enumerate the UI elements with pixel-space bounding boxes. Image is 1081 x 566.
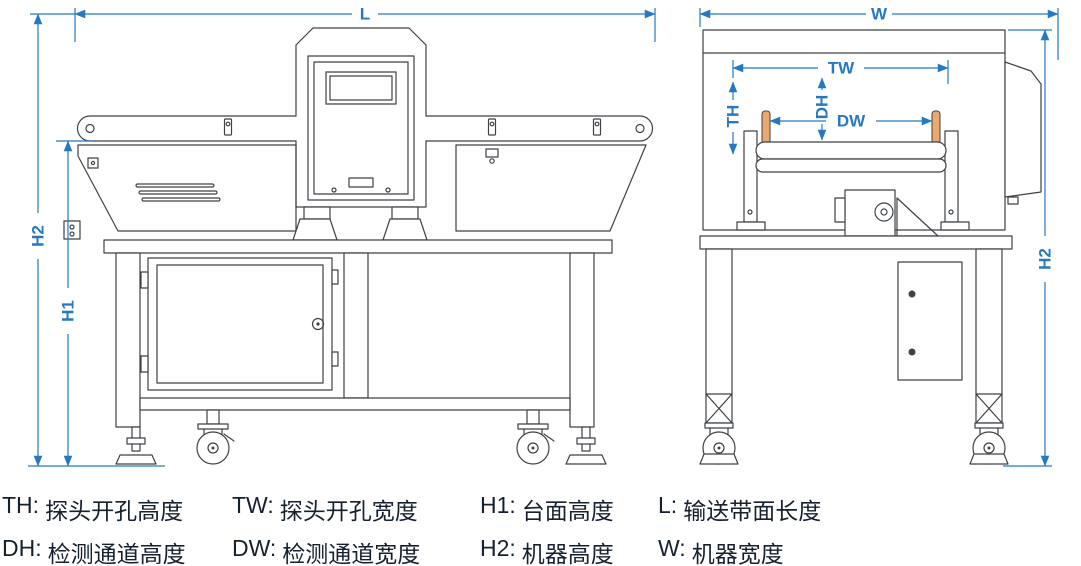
drawing-svg: L H2 H1 <box>28 5 1059 467</box>
hinge <box>140 355 149 373</box>
leveling-foot-left <box>115 426 157 465</box>
legend-desc: 台面高度 <box>521 498 614 524</box>
dim-label-width: W <box>871 5 888 24</box>
legend-item-l: L: 输送带面长度 <box>658 492 821 526</box>
cross-brace-left <box>705 393 733 424</box>
side-panel <box>897 261 963 381</box>
caster-side-left <box>699 422 739 465</box>
lower-shelf <box>139 397 571 411</box>
dim-label-channel-width: DW <box>837 112 866 131</box>
leg-right-side <box>975 248 1003 424</box>
head-pedestals <box>292 206 428 241</box>
legend-desc: 机器高度 <box>521 541 614 566</box>
leg-middle <box>343 252 369 399</box>
legend-item-th: TH: 探头开孔高度 <box>2 492 232 526</box>
front-view: L H2 H1 <box>28 5 656 467</box>
leg-left <box>115 252 141 428</box>
table-top-side <box>699 235 1013 250</box>
tunnel-assembly <box>736 110 970 237</box>
legend-desc: 探头开孔宽度 <box>279 498 418 524</box>
left-guard-panel <box>63 144 297 240</box>
legend-key: W: <box>658 535 686 561</box>
legend-desc: 探头开孔高度 <box>45 498 184 524</box>
control-box <box>1004 61 1042 198</box>
legend-item-h1: H1: 台面高度 <box>480 492 658 526</box>
panel-screen <box>325 71 397 105</box>
dim-label-table-height: H1 <box>59 300 78 322</box>
front-dimensions: L H2 H1 <box>28 5 656 467</box>
control-panel <box>307 55 415 201</box>
side-dimensions: W TW TH DH DW H2 <box>699 5 1059 467</box>
dim-label-length: L <box>360 5 370 24</box>
roller <box>755 141 947 160</box>
dim-label-machine-height-front: H2 <box>29 225 48 247</box>
legend-key: L: <box>658 492 678 518</box>
latch <box>331 269 339 285</box>
leg-right <box>569 252 595 428</box>
side-view: W TW TH DH DW H2 <box>699 5 1059 467</box>
dim-label-aperture-height: TH <box>724 105 743 128</box>
legend-row-1: TH: 探头开孔高度 TW: 探头开孔宽度 H1: 台面高度 L: 输送带面长度 <box>2 492 821 526</box>
legend-key: DH: <box>2 535 42 561</box>
legend-key: DW: <box>232 535 277 561</box>
caster-side-right <box>969 422 1009 465</box>
belt-guide-right <box>931 110 941 145</box>
legend-item-dh: DH: 检测通道高度 <box>2 535 232 566</box>
leg-left-side <box>705 248 733 424</box>
caster-front-left <box>196 409 235 465</box>
table-top <box>103 239 613 254</box>
drive-motor <box>834 189 939 237</box>
table-frame <box>103 239 613 428</box>
legend-desc: 检测通道宽度 <box>282 541 421 566</box>
leveling-foot-right <box>565 426 607 465</box>
legend-key: TW: <box>232 492 274 518</box>
right-guard-panel <box>455 144 647 232</box>
latch <box>331 351 339 367</box>
legend: TH: 探头开孔高度 TW: 探头开孔宽度 H1: 台面高度 L: 输送带面长度… <box>2 492 821 566</box>
dim-label-channel-height: DH <box>813 95 832 120</box>
legend-key: H1: <box>480 492 516 518</box>
legend-desc: 检测通道高度 <box>47 541 186 566</box>
legend-item-tw: TW: 探头开孔宽度 <box>232 492 480 526</box>
legend-item-w: W: 机器宽度 <box>658 535 784 566</box>
frame-plate-left <box>743 130 758 223</box>
belt-guide-left <box>761 110 771 145</box>
legend-key: H2: <box>480 535 516 561</box>
cross-brace-right <box>975 393 1003 424</box>
dim-label-machine-height-side: H2 <box>1036 248 1055 270</box>
hinge <box>140 271 149 289</box>
frame-plate-right <box>944 130 959 223</box>
electrical-cabinet <box>140 257 339 391</box>
dim-label-aperture-width: TW <box>828 59 855 78</box>
legend-row-2: DH: 检测通道高度 DW: 检测通道宽度 H2: 机器高度 W: 机器宽度 <box>2 535 821 566</box>
legend-desc: 机器宽度 <box>691 541 784 566</box>
door-lock <box>311 317 325 331</box>
table-frame-side <box>699 235 1013 424</box>
legend-item-dw: DW: 检测通道宽度 <box>232 535 480 566</box>
legend-desc: 输送带面长度 <box>683 498 822 524</box>
caster-front-right <box>516 409 555 465</box>
legend-key: TH: <box>2 492 40 518</box>
legend-item-h2: H2: 机器高度 <box>480 535 658 566</box>
detector-head <box>292 27 428 241</box>
belt-clamp <box>223 118 602 136</box>
